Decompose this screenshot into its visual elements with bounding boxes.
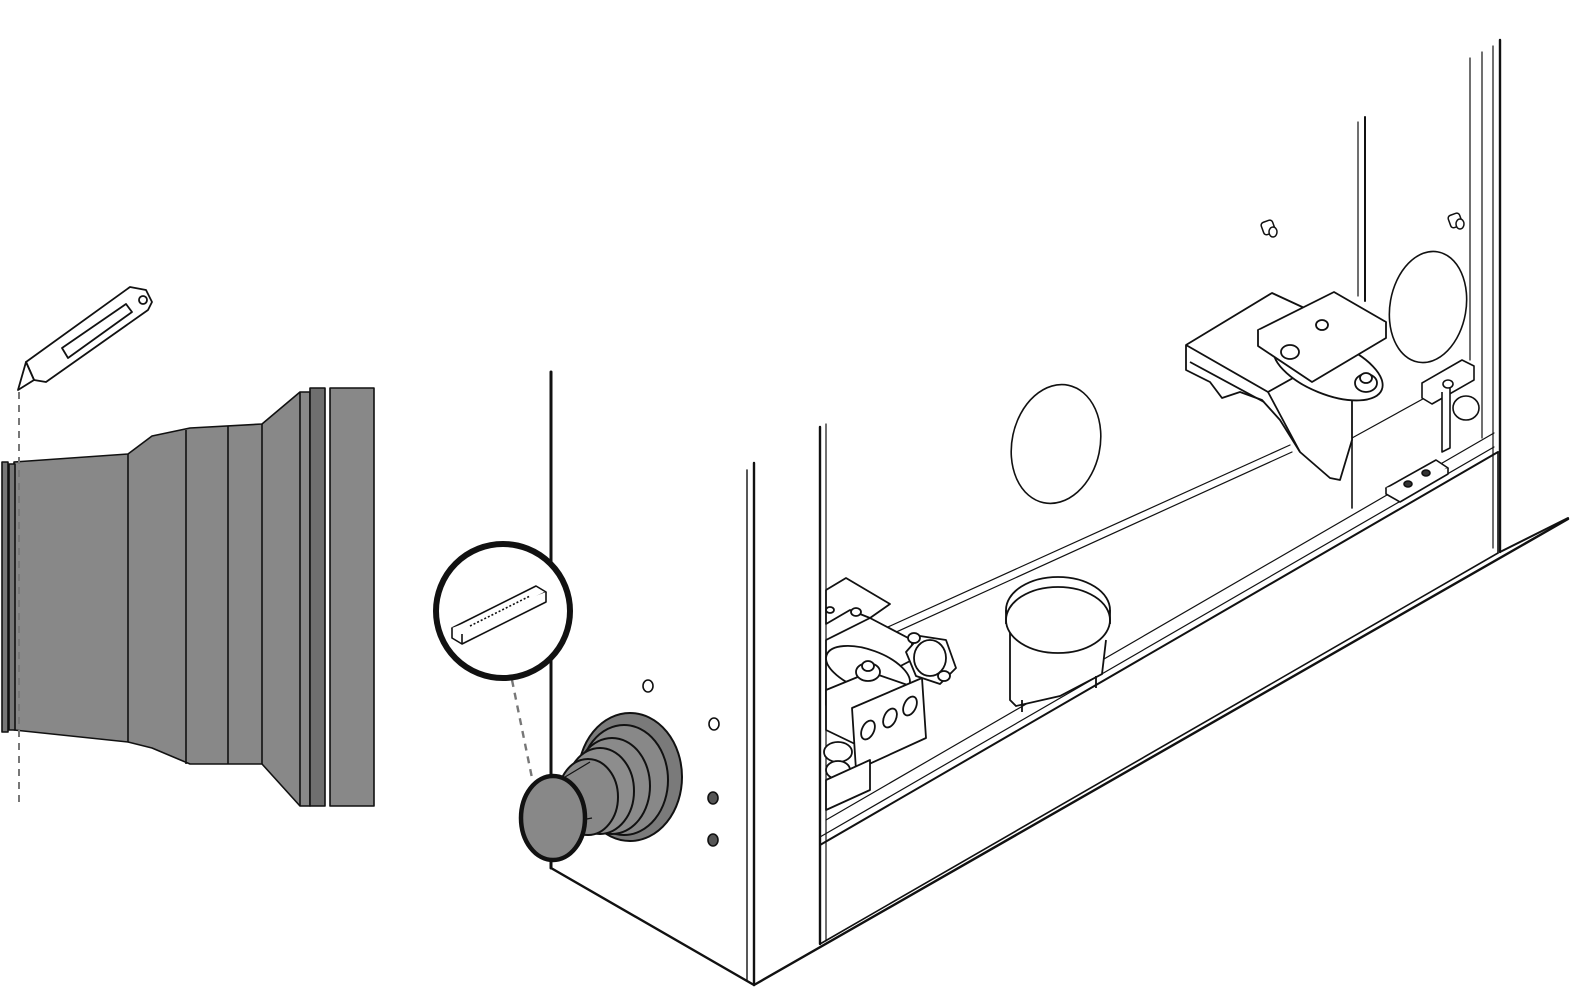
cabinet bbox=[549, 38, 1570, 987]
back-wall-holes bbox=[1010, 250, 1468, 505]
top-pegs bbox=[1260, 212, 1465, 238]
round-opening-right bbox=[1388, 250, 1468, 364]
cylindrical-cup bbox=[1005, 576, 1111, 712]
stepped-seal-icon bbox=[1, 387, 375, 807]
panel-screw-holes bbox=[642, 679, 720, 847]
mounting-bracket-lower bbox=[823, 577, 957, 811]
detail-strip bbox=[451, 585, 547, 645]
right-clips bbox=[1385, 359, 1480, 503]
utility-knife-icon bbox=[17, 286, 153, 391]
mounting-bracket-upper bbox=[1185, 291, 1387, 481]
detail-callout bbox=[433, 541, 573, 779]
round-opening-left bbox=[1010, 383, 1102, 505]
grommet-icon bbox=[518, 712, 683, 863]
